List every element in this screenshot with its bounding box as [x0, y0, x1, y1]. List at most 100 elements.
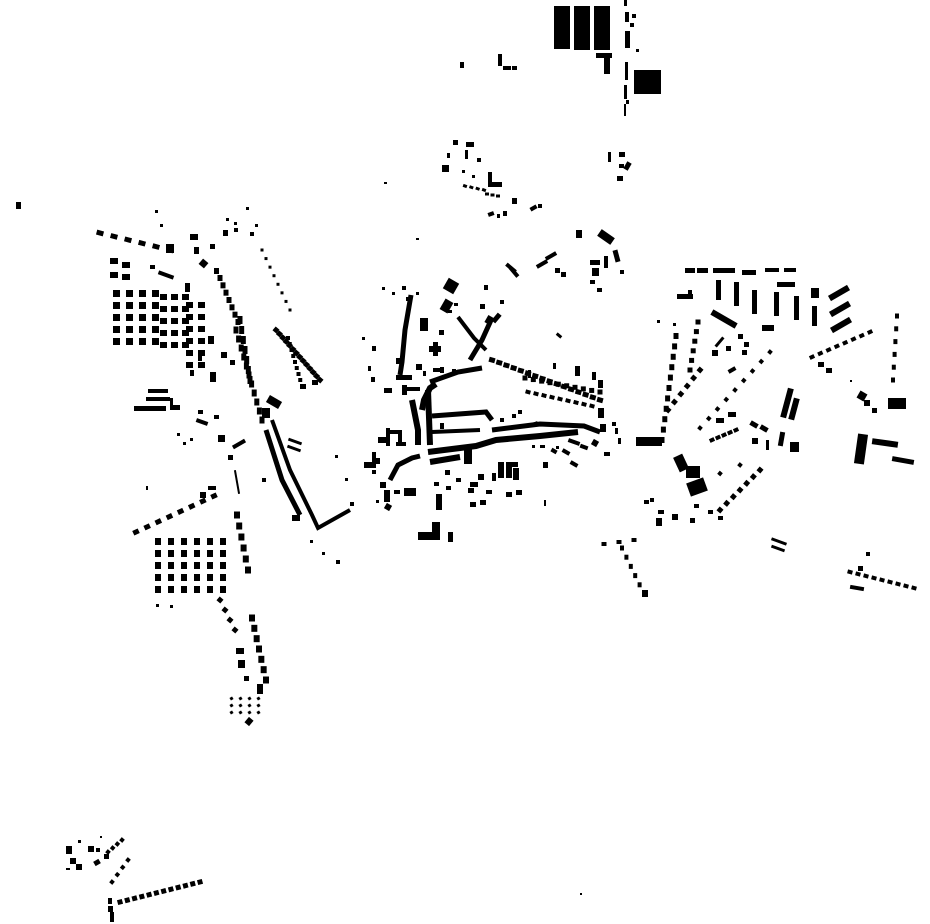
building-footprint [538, 204, 542, 208]
building-footprint [694, 504, 699, 508]
building-footprint [770, 537, 788, 546]
building-footprint [871, 438, 899, 448]
building-footprint [500, 418, 504, 422]
building-footprint [372, 470, 376, 474]
building-footprint [253, 635, 260, 643]
building-footprint [256, 407, 262, 415]
building-footprint [392, 292, 395, 295]
building-footprint [470, 482, 478, 487]
building-footprint [574, 6, 590, 50]
building-footprint [829, 316, 853, 334]
building-footprint [518, 410, 522, 414]
building-footprint [263, 676, 269, 684]
building-footprint [182, 342, 189, 348]
building-footprint [714, 336, 725, 348]
building-footprint [670, 398, 678, 406]
building-footprint [231, 438, 247, 450]
building-footprint [713, 268, 735, 273]
building-footprint [720, 432, 728, 438]
building-footprint [596, 53, 612, 58]
building-footprint [486, 490, 492, 494]
building-footprint [113, 290, 120, 297]
building-footprint [210, 492, 218, 500]
building-footprint [856, 390, 868, 402]
building-footprint [752, 290, 757, 314]
building-footprint [167, 886, 174, 893]
building-footprint [108, 906, 113, 912]
building-footprint [484, 315, 494, 325]
building-footprint [736, 486, 744, 494]
building-footprint [187, 502, 196, 510]
building-footprint [105, 849, 111, 855]
building-footprint [488, 182, 502, 187]
building-footprint [416, 364, 422, 370]
building-footprint [160, 330, 167, 336]
building-footprint [561, 272, 566, 277]
building-block [429, 365, 483, 385]
building-footprint [238, 344, 244, 352]
building-footprint [708, 510, 713, 514]
building-footprint [827, 284, 851, 302]
building-footprint [574, 388, 582, 396]
building-footprint [633, 573, 638, 579]
building-footprint [658, 510, 664, 514]
building-block [431, 409, 494, 422]
building-footprint [503, 66, 511, 70]
building-footprint [604, 56, 610, 74]
building-footprint [198, 355, 202, 361]
building-footprint [692, 338, 698, 344]
building-footprint [260, 666, 267, 674]
building-footprint [312, 380, 318, 385]
building-footprint [650, 498, 654, 502]
building-footprint [600, 424, 606, 432]
building-footprint [238, 533, 245, 541]
building-block [456, 315, 488, 352]
building-footprint [697, 479, 703, 485]
building-footprint [723, 396, 730, 403]
building-footprint [498, 462, 504, 478]
building-footprint [628, 563, 633, 569]
building-footprint [777, 282, 795, 287]
building-footprint [850, 380, 852, 382]
building-footprint [705, 415, 712, 422]
building-footprint [555, 268, 560, 273]
building-footprint [176, 507, 185, 515]
building-footprint [207, 538, 213, 545]
building-footprint [384, 388, 392, 393]
building-footprint [462, 170, 465, 173]
building-footprint [110, 272, 118, 278]
building-footprint [447, 153, 450, 158]
building-footprint [490, 193, 495, 197]
building-footprint [439, 298, 454, 314]
building-footprint [669, 364, 675, 371]
west-district-buildings [16, 202, 354, 727]
building-footprint [182, 330, 189, 336]
building-footprint [567, 438, 581, 446]
building-footprint [249, 380, 255, 388]
building-footprint [531, 421, 539, 427]
building-block [431, 428, 481, 434]
building-footprint [386, 428, 390, 446]
building-footprint [556, 446, 559, 449]
building-footprint [170, 405, 180, 410]
building-footprint [601, 542, 607, 546]
building-footprint [547, 380, 553, 386]
building-footprint [616, 540, 622, 544]
building-footprint [726, 429, 734, 436]
building-footprint [756, 466, 764, 474]
building-footprint [114, 871, 121, 878]
building-footprint [858, 332, 865, 339]
building-footprint [433, 342, 438, 356]
building-footprint [372, 452, 376, 466]
building-footprint [496, 194, 500, 198]
building-footprint [207, 562, 213, 569]
building-block [467, 316, 495, 362]
building-footprint [734, 282, 739, 306]
building-footprint [160, 888, 167, 895]
building-footprint [199, 497, 207, 505]
building-footprint [247, 703, 252, 708]
building-footprint [160, 294, 167, 300]
building-footprint [561, 448, 571, 456]
building-footprint [150, 265, 155, 269]
building-footprint [207, 550, 213, 557]
